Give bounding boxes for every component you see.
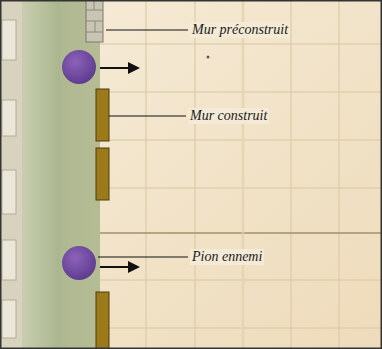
enemy-pawn: [62, 246, 96, 280]
callout-label: Pion ennemi: [190, 249, 264, 265]
callout-label: Mur construit: [188, 108, 269, 124]
callout-label: Mur préconstruit: [190, 22, 290, 38]
enemy-pawn: [62, 50, 96, 84]
